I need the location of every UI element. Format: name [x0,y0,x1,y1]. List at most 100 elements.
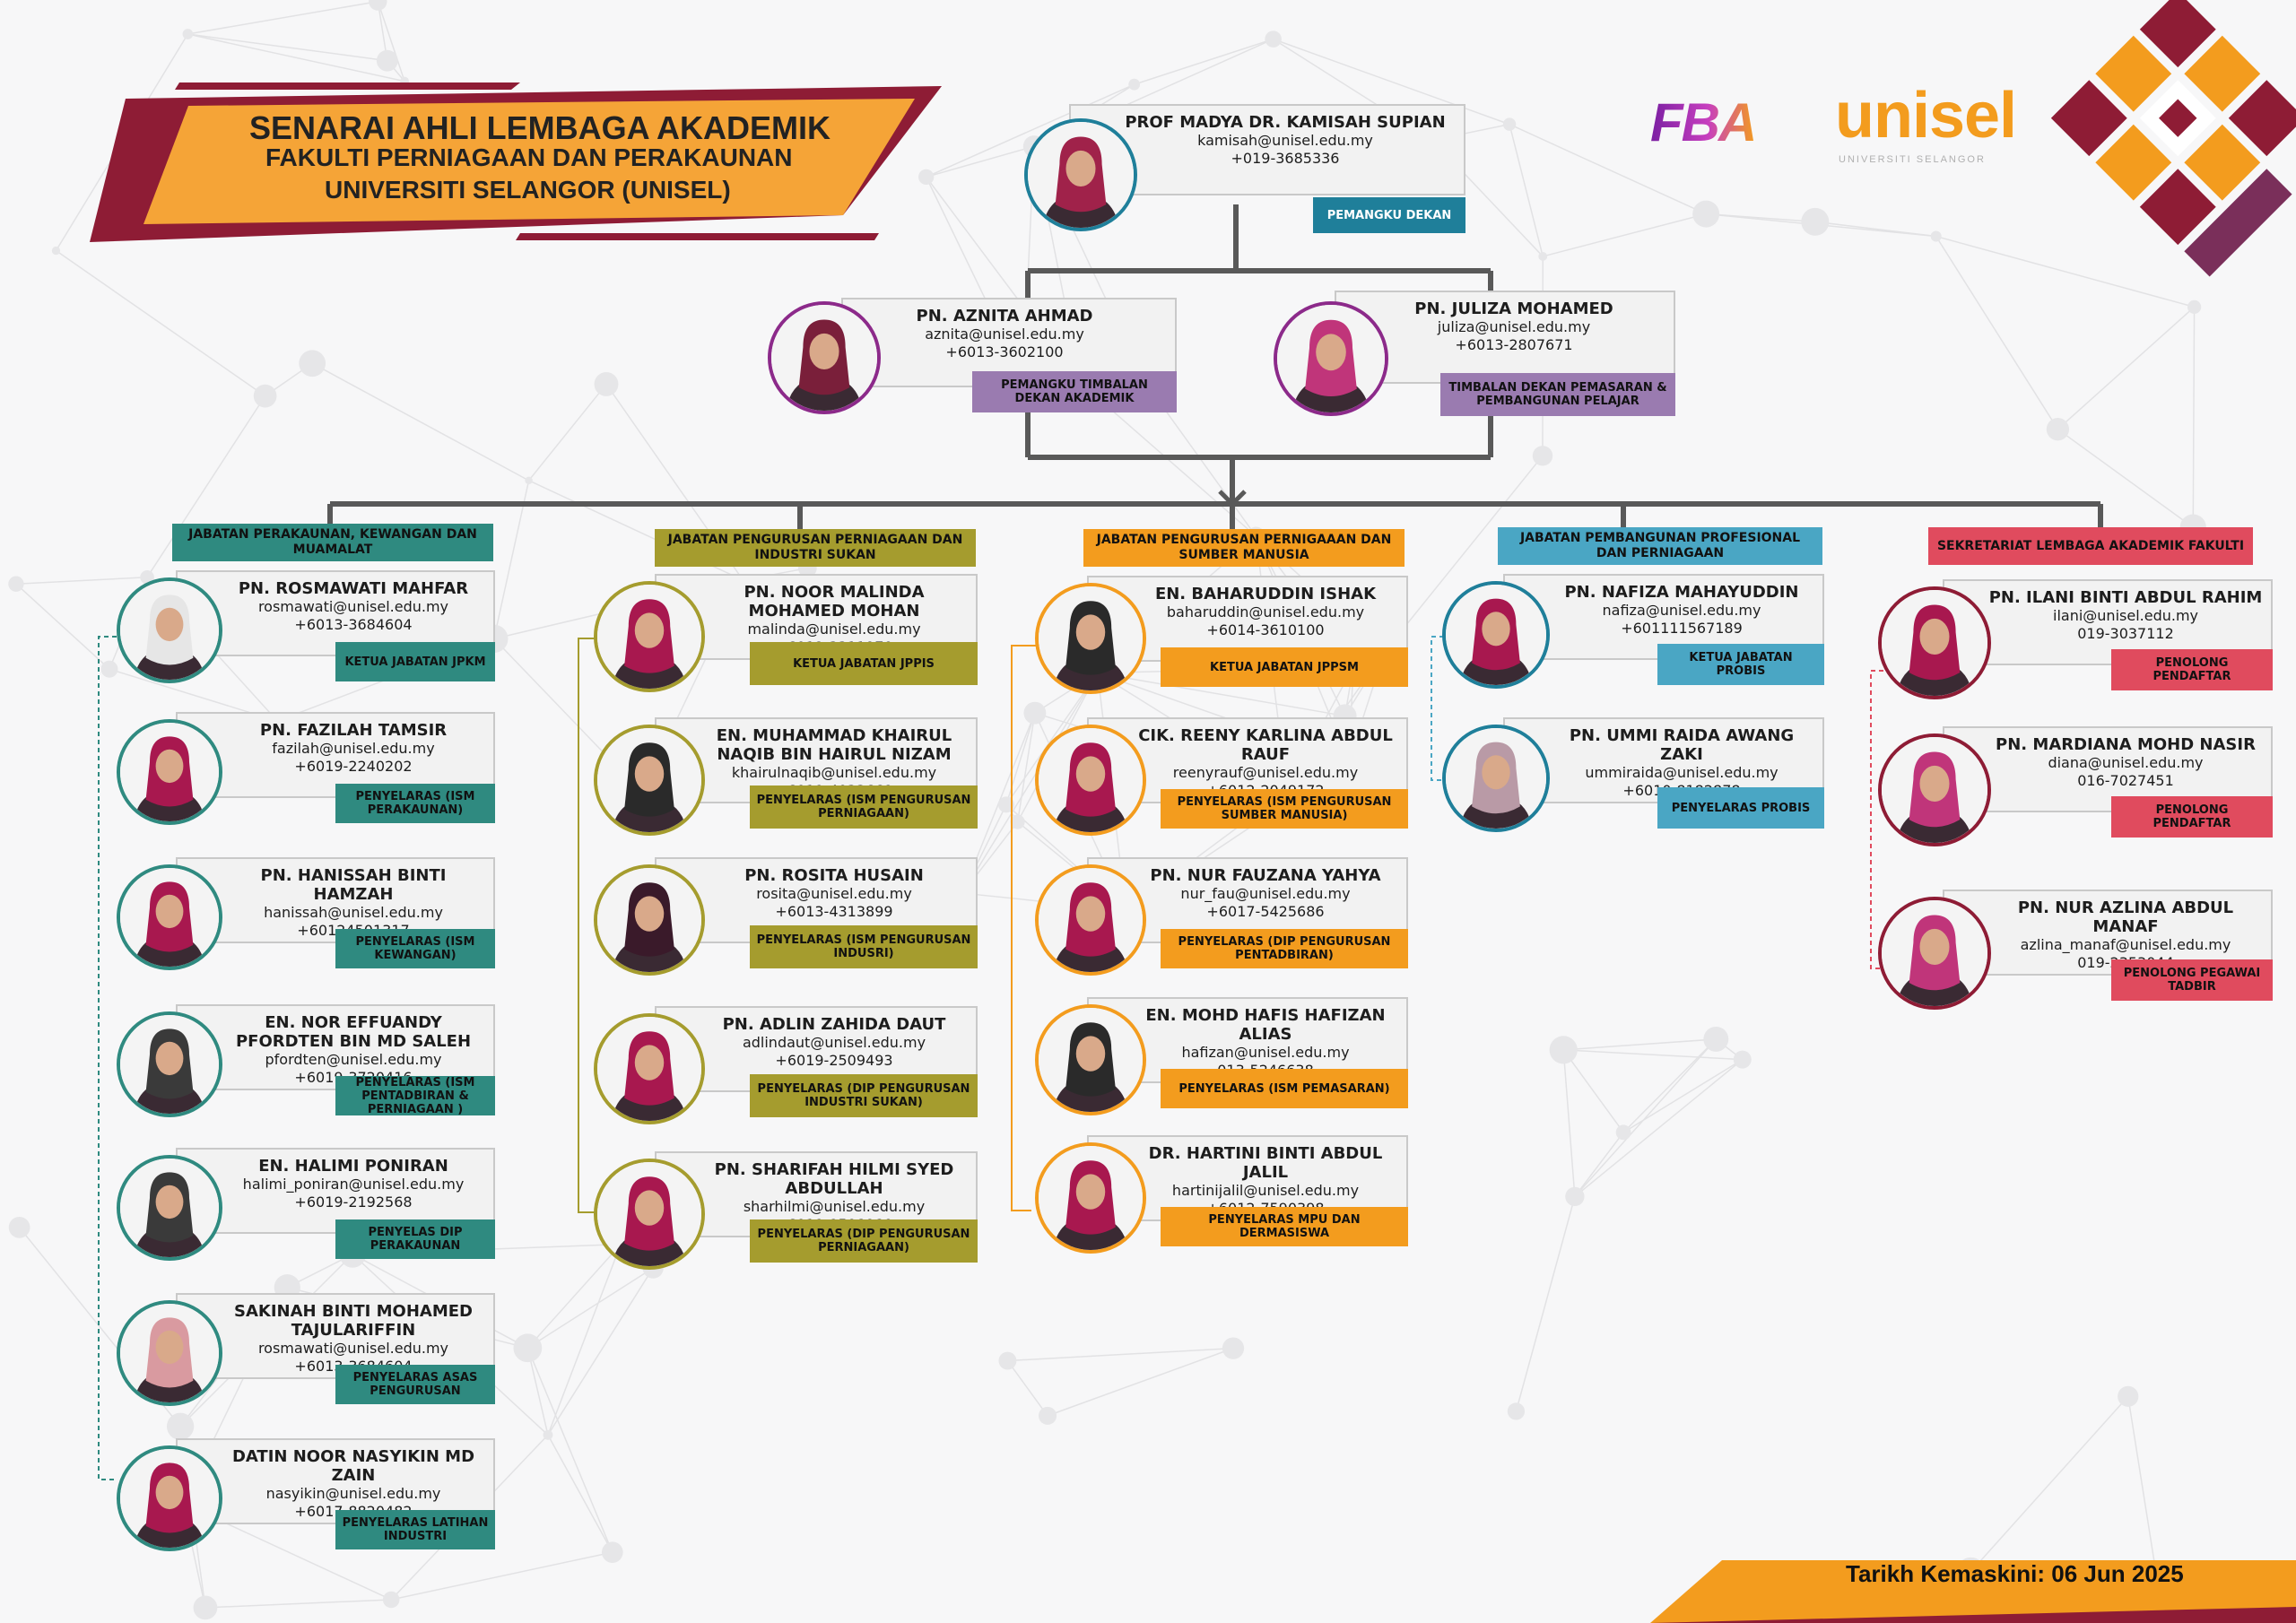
person-name: PN. AZNITA AHMAD [916,307,1093,325]
person-email: nafiza@unisel.edu.my [1602,602,1761,619]
department-header: JABATAN PENGURUSAN PERNIAGAAN DAN INDUST… [655,529,976,567]
person-email: khairulnaqib@unisel.edu.my [731,764,937,781]
department-header: JABATAN PEMBANGUNAN PROFESIONAL DAN PERN… [1498,527,1822,565]
profile-photo [1878,586,1991,699]
profile-photo [117,864,222,970]
person-email: ilani@unisel.edu.my [2053,607,2198,624]
department-header: SEKRETARIAT LEMBAGA AKADEMIK FAKULTI [1928,527,2253,565]
person-email: baharuddin@unisel.edu.my [1166,603,1365,621]
profile-photo [594,725,705,836]
person-phone: +6013-3602100 [945,343,1064,360]
person-phone: 019-3037112 [2077,625,2174,642]
role-badge: PENYELARAS (ISM PERAKAUNAN) [335,784,495,823]
role-badge: PENYELAS DIP PERAKAUNAN [335,1219,495,1259]
person-email: hafizan@unisel.edu.my [1181,1044,1350,1061]
person-name: CIK. REENY KARLINA ABDUL RAUF [1138,726,1393,764]
profile-photo [594,864,705,976]
person-phone: +6013-3684604 [294,616,413,633]
person-email: reenyrauf@unisel.edu.my [1172,764,1359,781]
profile-photo [1035,1142,1146,1254]
person-email: rosita@unisel.edu.my [756,885,912,902]
role-badge: PENYELARAS (DIP PENGURUSAN PERNIAGAAN) [750,1219,978,1263]
person-name: PN. ADLIN ZAHIDA DAUT [722,1015,946,1034]
person-name: PN. NOOR MALINDA MOHAMED MOHAN [744,583,925,621]
unisel-logo: unisel [1835,80,2017,152]
person-phone: +601111567189 [1621,620,1743,637]
profile-photo [1035,864,1146,976]
person-email: aznita@unisel.edu.my [925,325,1084,343]
role-badge: KETUA JABATAN PROBIS [1657,644,1824,685]
person-email: juliza@unisel.edu.my [1437,318,1591,335]
role-badge: PENOLONG PENDAFTAR [2111,796,2273,838]
role-badge: PENYELARAS (ISM PENGURUSAN SUMBER MANUSI… [1161,789,1408,829]
profile-photo [1442,725,1550,832]
person-phone: +6013-2807671 [1455,336,1573,353]
role-badge: KETUA JABATAN JPKM [335,642,495,681]
person-email: nur_fau@unisel.edu.my [1180,885,1351,902]
unisel-logo-subtitle: UNIVERSITI SELANGOR [1839,154,1986,165]
role-badge: PENYELARAS PROBIS [1657,787,1824,829]
role-badge: PEMANGKU DEKAN [1313,197,1465,233]
person-name: EN. MUHAMMAD KHAIRUL NAQIB BIN HAIRUL NI… [716,726,952,764]
person-phone: +6019-2240202 [294,758,413,775]
person-phone: +6017-5425686 [1206,903,1325,920]
person-phone: +6019-2192568 [294,1193,413,1211]
profile-photo [117,577,222,683]
person-name: PN. NAFIZA MAHAYUDDIN [1564,583,1799,602]
person-email: diana@unisel.edu.my [2048,754,2204,771]
profile-photo [1878,897,1991,1010]
role-badge: PENOLONG PENDAFTAR [2111,649,2273,690]
person-name: EN. NOR EFFUANDY PFORDTEN BIN MD SALEH [235,1013,472,1051]
role-badge: PENOLONG PEGAWAI TADBIR [2111,959,2273,1001]
role-badge: PENYELARAS (ISM PEMASARAN) [1161,1069,1408,1108]
person-name: PN. MARDIANA MOHD NASIR [1996,735,2256,754]
person-email: rosmawati@unisel.edu.my [257,598,449,615]
role-badge: PENYELARAS MPU DAN DERMASISWA [1161,1207,1408,1246]
profile-photo [117,1155,222,1261]
person-email: rosmawati@unisel.edu.my [257,1340,449,1357]
role-badge: KETUA JABATAN JPPIS [750,642,978,685]
profile-photo [1442,581,1550,689]
department-header: JABATAN PERAKAUNAN, KEWANGAN DAN MUAMALA… [172,524,493,561]
title-line-3: UNIVERSITI SELANGOR (UNISEL) [325,176,731,204]
person-email: kamisah@unisel.edu.my [1197,132,1373,149]
profile-photo [117,1011,222,1117]
profile-photo [768,301,881,414]
person-name: PROF MADYA DR. KAMISAH SUPIAN [1125,113,1446,132]
title-line-1: SENARAI AHLI LEMBAGA AKADEMIK [249,109,831,146]
person-name: PN. ROSMAWATI MAHFAR [238,579,469,598]
member-card: EN. MUHAMMAD KHAIRUL NAQIB BIN HAIRUL NI… [655,717,978,829]
role-badge: KETUA JABATAN JPPSM [1161,647,1408,687]
role-badge: PEMANGKU TIMBALAN DEKAN AKADEMIK [972,371,1177,412]
profile-photo [117,1300,222,1406]
profile-photo [594,1159,705,1270]
profile-photo [1035,725,1146,836]
person-phone: +019-3685336 [1231,150,1340,167]
person-name: PN. NUR FAUZANA YAHYA [1150,866,1381,885]
person-name: PN. NUR AZLINA ABDUL MANAF [2017,898,2234,936]
person-name: PN. SHARIFAH HILMI SYED ABDULLAH [714,1160,954,1198]
person-name: PN. ILANI BINTI ABDUL RAHIM [1988,588,2263,607]
role-badge: TIMBALAN DEKAN PEMASARAN & PEMBANGUNAN P… [1440,373,1675,416]
profile-photo [1035,583,1146,694]
